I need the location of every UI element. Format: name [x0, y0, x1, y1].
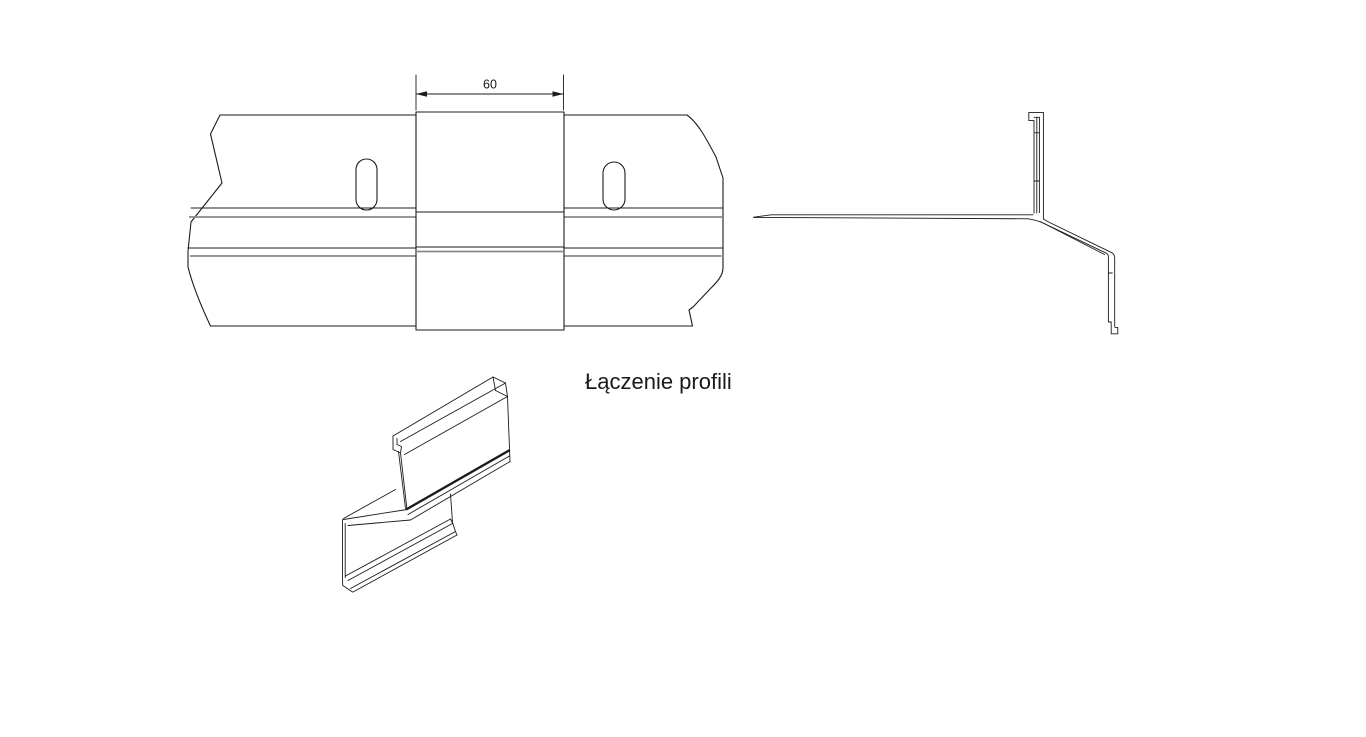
- section-flange: [753, 214, 1034, 220]
- front-view: 60: [187, 74, 724, 331]
- drawing-title: Łączenie profili: [585, 369, 732, 394]
- iso-lower-face: [342, 519, 346, 581]
- iso-groove-fold: [405, 449, 511, 521]
- connector-plate: [415, 111, 565, 331]
- iso-upper-web: [398, 396, 511, 510]
- left-profile-outline: [187, 114, 417, 327]
- section-foot-hook: [1107, 321, 1119, 335]
- iso-step-flange: [343, 489, 411, 526]
- iso-bottom-rail-left-corner: [342, 580, 353, 593]
- iso-top-rail: [392, 376, 508, 455]
- section-upright: [1028, 111, 1044, 220]
- dimension-arrow-right: [552, 91, 564, 97]
- iso-bottom-rail-right-end: [450, 518, 458, 536]
- iso-view: [342, 376, 511, 593]
- dimension-arrow-left: [416, 91, 427, 97]
- slot-hole-left: [355, 158, 378, 211]
- dimension-60: 60: [415, 74, 564, 111]
- iso-rear-web-edge: [450, 493, 453, 523]
- groove-band-right: [563, 207, 724, 257]
- section-view: [753, 111, 1119, 335]
- iso-bottom-rail: [342, 518, 458, 593]
- section-diagonal-leg: [1028, 218, 1116, 327]
- iso-top-rail-end-hook: [392, 435, 402, 454]
- groove-band-left: [187, 207, 417, 257]
- slot-hole-right: [602, 161, 626, 211]
- right-profile-outline: [563, 114, 724, 327]
- dimension-value: 60: [483, 78, 497, 92]
